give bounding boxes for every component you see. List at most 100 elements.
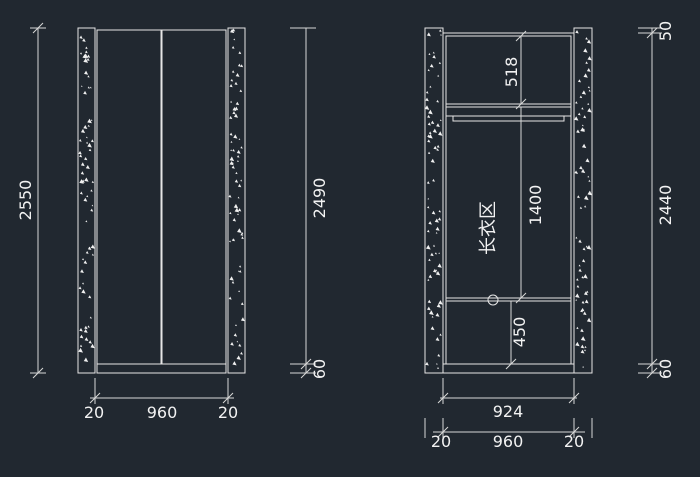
hatch-speck (79, 35, 83, 39)
hatch-speck (428, 133, 433, 139)
hatch-speck (576, 278, 579, 281)
hatch-speck (238, 290, 241, 293)
hatch-speck (583, 274, 588, 279)
hatch-speck (428, 131, 432, 135)
hatch-speck (237, 228, 242, 233)
hatch-speck (229, 115, 233, 120)
hatch-speck (426, 181, 430, 184)
hatch-speck (584, 299, 589, 304)
hatch-speck (439, 333, 442, 336)
hatch-speck (578, 240, 581, 243)
hatch-speck (83, 328, 88, 333)
hatch-speck (581, 143, 587, 149)
hatch-speck (88, 148, 92, 152)
hatch-speck (438, 300, 443, 305)
hatch-speck (579, 95, 583, 99)
hatch-speck (427, 69, 430, 72)
hatch-speck (86, 58, 90, 61)
hatch-speck (237, 196, 240, 199)
dim-inner-height-label: 2490 (310, 178, 329, 219)
hatch-speck (432, 268, 437, 273)
hatch-speck (579, 206, 583, 209)
hatch-speck (585, 245, 588, 248)
hatch-speck (578, 264, 581, 267)
hatch-speck (576, 195, 580, 199)
hatch-speck (237, 63, 241, 67)
hatch-speck (438, 61, 442, 65)
hatch-speck (427, 197, 430, 200)
zone-label: 长衣区 (478, 201, 499, 255)
left-wall-hatch-b (227, 27, 246, 374)
hatch-speck (436, 303, 441, 308)
hatch-speck (427, 134, 431, 138)
hatch-speck (432, 128, 437, 133)
hatch-speck (238, 138, 241, 140)
hatch-speck (82, 258, 85, 261)
hatch-speck (236, 355, 241, 360)
hatch-speck (427, 206, 430, 209)
hatch-speck (78, 347, 84, 353)
hatch-speck (437, 353, 441, 357)
hatch-speck (437, 217, 442, 221)
hatch-speck (230, 140, 233, 143)
hatch-speck (234, 81, 238, 85)
hatch-speck (587, 175, 590, 178)
hatch-speck (88, 295, 92, 299)
hatch-speck (82, 38, 86, 42)
hatch-speck (574, 170, 578, 174)
hatch-speck (581, 168, 586, 174)
hatch-speck (91, 204, 94, 207)
hatch-speck (436, 144, 440, 148)
hatch-speck (91, 253, 94, 256)
hatch-speck (581, 124, 584, 127)
dim-right-widths: 924 20 960 20 (424, 378, 593, 451)
hatch-speck (440, 33, 442, 36)
hatch-speck (89, 316, 92, 319)
hatch-speck (583, 291, 588, 296)
hatch-speck (83, 53, 89, 59)
hatch-speck (239, 89, 243, 93)
hatch-speck (83, 357, 89, 362)
hatch-speck (582, 366, 584, 368)
hatch-speck (80, 171, 85, 175)
dim-hanging-label: 1400 (526, 185, 545, 226)
hatch-speck (588, 179, 591, 182)
hatch-speck (240, 64, 244, 68)
hatch-speck (430, 252, 434, 257)
hatch-speck (424, 105, 430, 110)
hatch-speck (233, 333, 238, 337)
hatch-speck (82, 282, 85, 285)
hatch-speck (78, 286, 82, 290)
hatch-speck (576, 129, 580, 134)
hatch-speck (87, 142, 92, 148)
hatch-speck (239, 265, 242, 268)
hatch-speck (583, 195, 589, 201)
hatch-speck (587, 56, 592, 61)
hatch-speck (230, 78, 234, 82)
hatch-speck (436, 123, 440, 128)
hatch-speck (575, 341, 580, 347)
hatch-speck (576, 326, 579, 330)
hatch-speck (86, 54, 91, 58)
hatch-speck (575, 236, 578, 239)
right-wall-hatch-a (424, 27, 444, 374)
hatch-speck (235, 324, 237, 327)
hatch-speck (425, 97, 429, 102)
hatch-speck (238, 51, 242, 55)
hatch-speck (586, 317, 592, 323)
hatch-speck (578, 268, 582, 272)
hatch-speck (585, 61, 588, 64)
hatch-speck (584, 349, 586, 352)
hatch-speck (234, 207, 240, 213)
hatch-speck (240, 179, 243, 182)
hatch-speck (90, 139, 94, 143)
hatch-speck (80, 128, 86, 134)
hatch-speck (85, 46, 88, 49)
hatch-speck (229, 276, 234, 281)
hatch-speck (425, 91, 429, 94)
hatch-speck (88, 246, 91, 250)
hatch-speck (438, 29, 442, 32)
hatch-speck (427, 139, 431, 143)
hatch-speck (580, 307, 585, 312)
hatch-speck (83, 124, 88, 130)
